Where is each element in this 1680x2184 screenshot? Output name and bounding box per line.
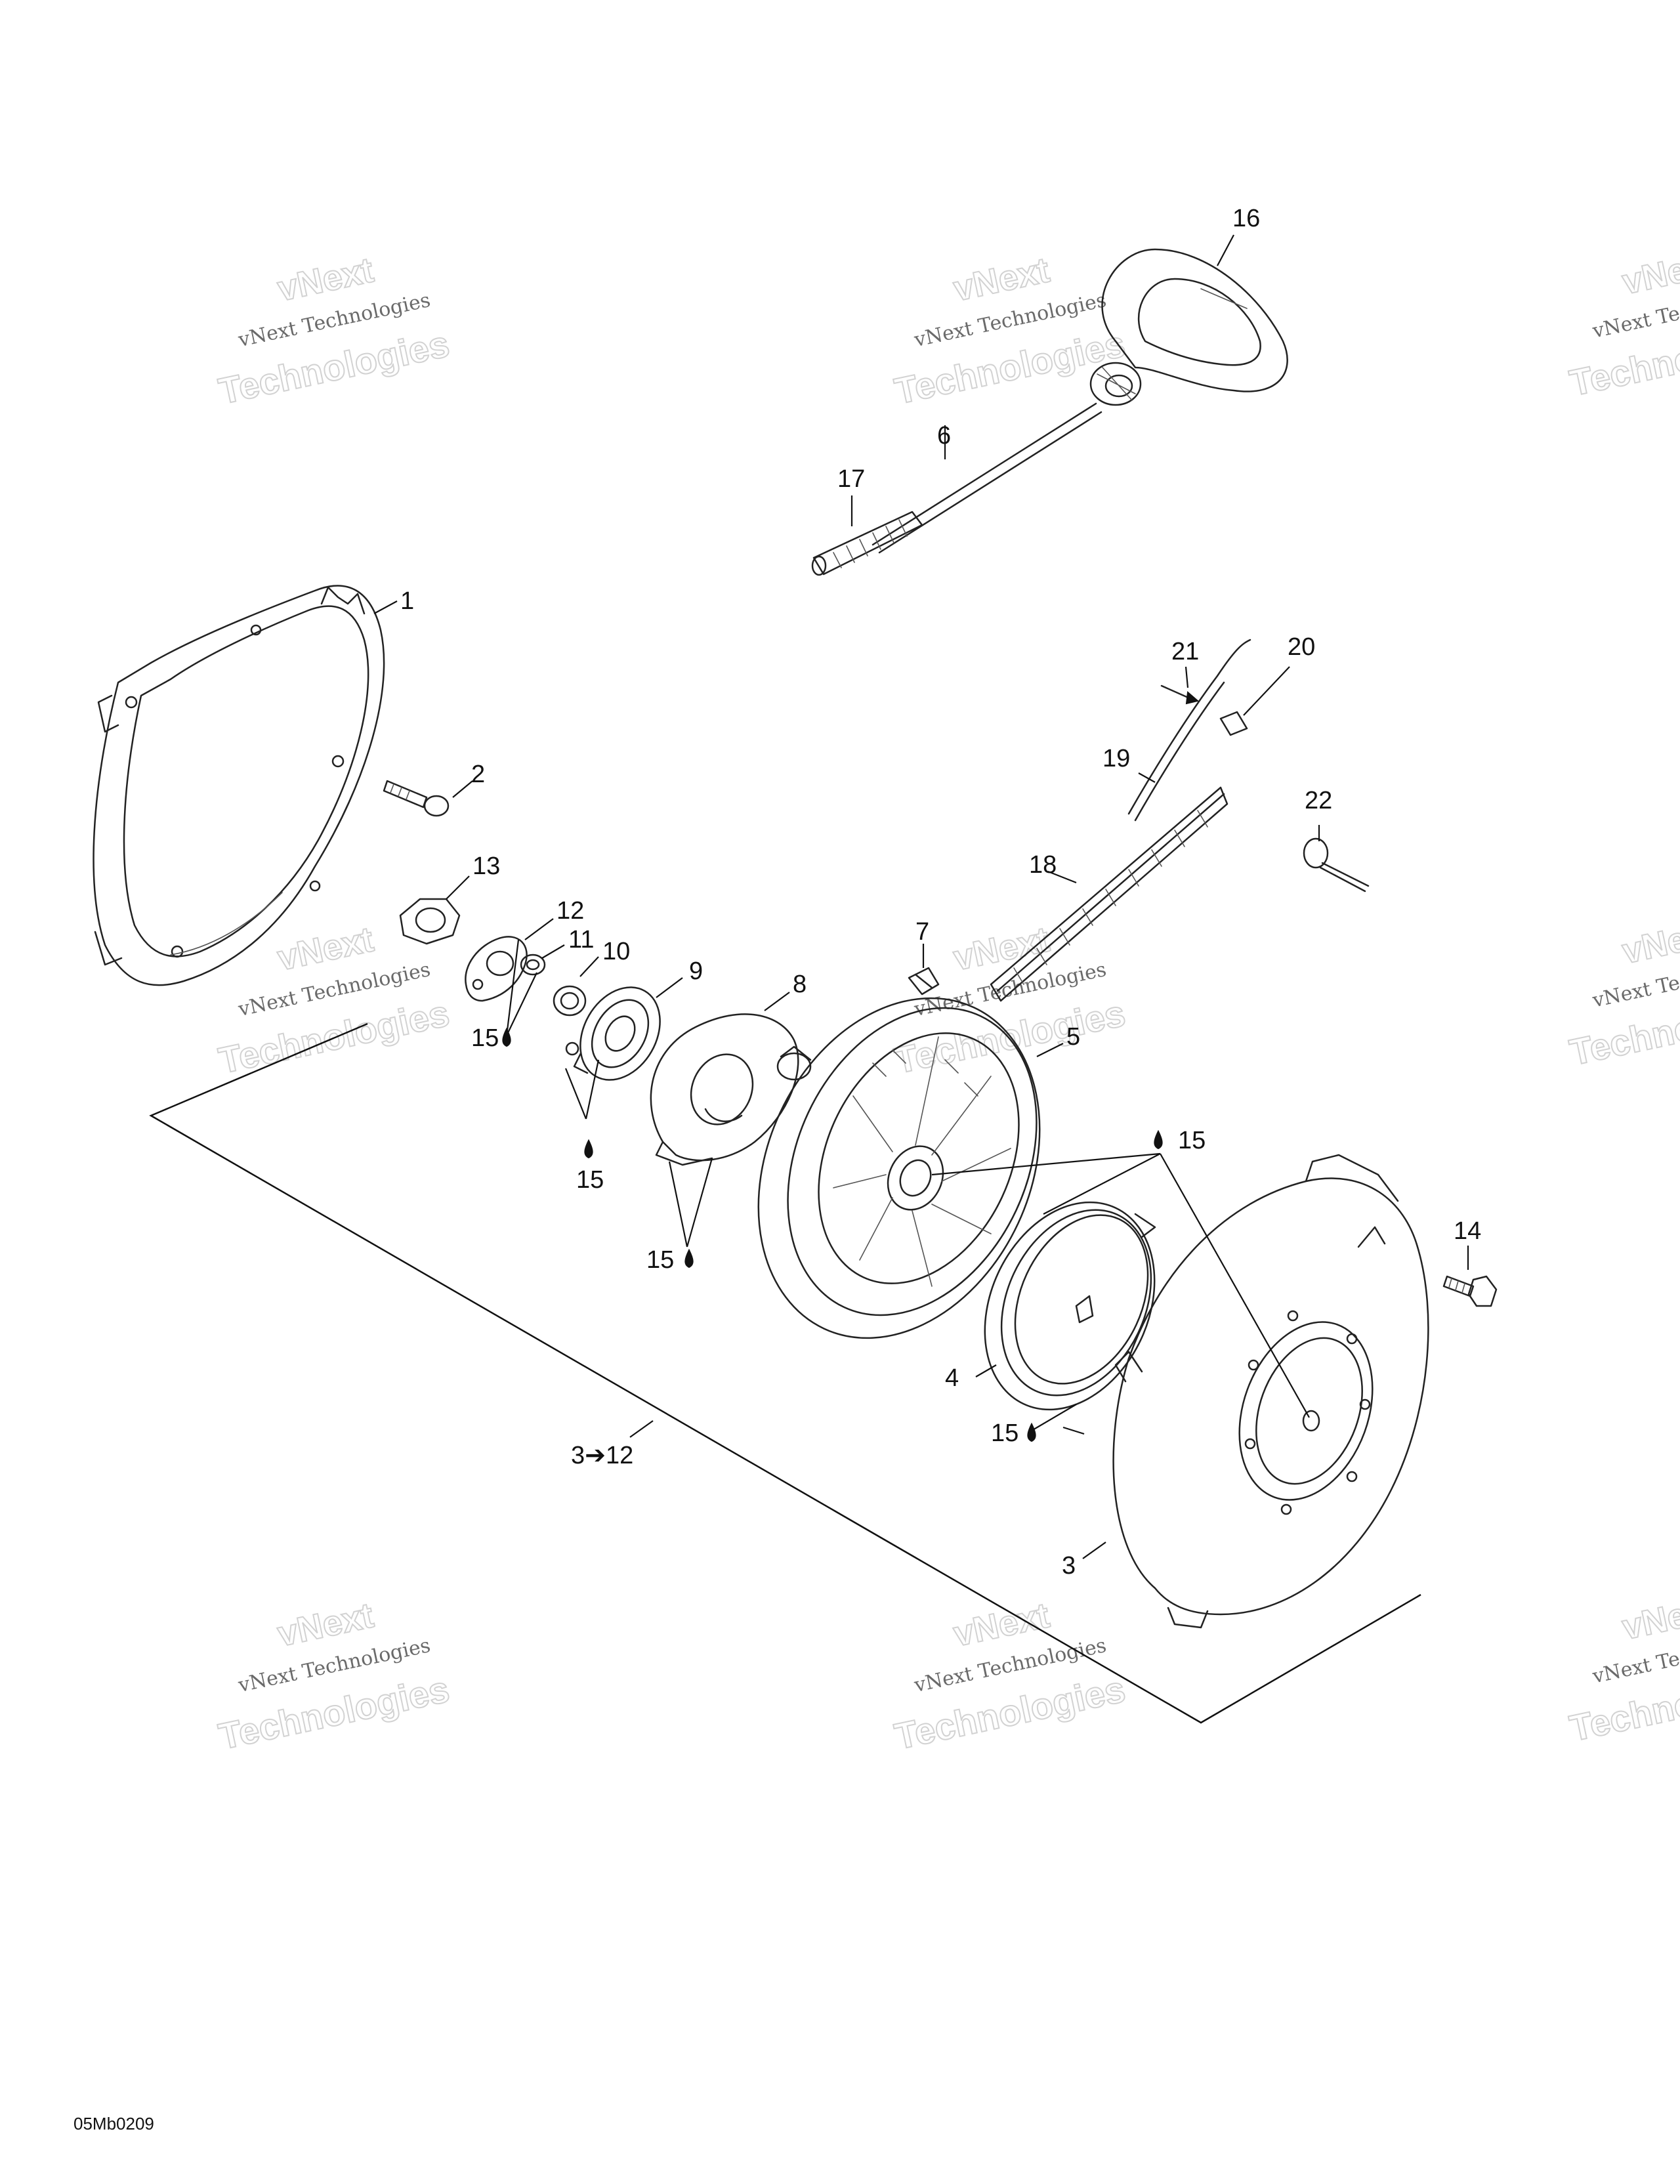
- leader-lines: [373, 234, 1469, 1559]
- callout-3: 3: [1062, 1552, 1076, 1580]
- callout-17: 17: [837, 465, 865, 493]
- callout-9: 9: [689, 957, 703, 985]
- watermark-bottom-center: vNext vNext Technologies Technologies: [891, 1595, 1129, 1757]
- callout-15-b: 15: [576, 1166, 604, 1194]
- oil-drop-icons: [502, 1027, 1163, 1442]
- oil-drop-icon: [1027, 1422, 1036, 1442]
- diagram-code: 05Mb0209: [74, 2114, 154, 2133]
- callout-13: 13: [472, 852, 500, 880]
- part-21-pin: [1160, 684, 1200, 705]
- callout-10: 10: [602, 938, 630, 965]
- part-10-bushing: [553, 985, 587, 1017]
- part-5-rope-reel: [757, 997, 1041, 1339]
- part-19-cable: [1127, 639, 1251, 822]
- part-11-washer: [520, 954, 546, 976]
- part-16-starter-handle: [1089, 248, 1288, 406]
- callout-14: 14: [1454, 1217, 1481, 1245]
- callout-3-to-12: 3➔12: [571, 1442, 633, 1469]
- part-20-cable-stop: [1219, 711, 1248, 736]
- callout-21: 21: [1171, 638, 1199, 665]
- callout-15-d: 15: [1178, 1127, 1206, 1154]
- callout-8: 8: [793, 971, 807, 998]
- watermark-bottom-right: vNext vNext Technologies Technologies: [1566, 1588, 1680, 1750]
- watermark-top-left: vNext vNext Technologies Technologies: [215, 249, 453, 412]
- part-12-pawl-plate: [465, 936, 528, 1002]
- callout-16: 16: [1232, 205, 1260, 232]
- callout-15-e: 15: [991, 1419, 1018, 1447]
- part-7-clip: [908, 967, 940, 996]
- callout-15-c: 15: [646, 1246, 674, 1274]
- svg-text:vNext: vNext: [274, 919, 377, 978]
- callout-12: 12: [556, 897, 584, 925]
- callout-22: 22: [1305, 787, 1332, 814]
- part-3-starter-housing: [1112, 1154, 1429, 1629]
- svg-text:vNext: vNext: [1619, 243, 1680, 302]
- oil-drop-icon: [1154, 1129, 1163, 1150]
- oil-drop-icon: [502, 1027, 511, 1047]
- part-8-cam-plate: [650, 1013, 812, 1166]
- callout-6: 6: [937, 422, 951, 450]
- svg-text:vNext: vNext: [1619, 913, 1680, 971]
- oil-drop-icon: [584, 1139, 593, 1159]
- oil-drop-icon: [684, 1248, 694, 1269]
- callout-1: 1: [400, 587, 414, 615]
- callout-15-a: 15: [471, 1024, 499, 1052]
- callout-20: 20: [1288, 633, 1315, 661]
- part-9-pawl: [565, 986, 661, 1081]
- part-2-screw: [383, 780, 450, 817]
- callout-18: 18: [1029, 851, 1057, 879]
- watermark-bottom-left: vNext vNext Technologies Technologies: [215, 1595, 453, 1757]
- svg-text:vNext: vNext: [950, 1595, 1053, 1654]
- watermark-mid-left: vNext vNext Technologies Technologies: [215, 919, 453, 1082]
- svg-text:vNext: vNext: [274, 1595, 377, 1654]
- callout-11: 11: [568, 926, 594, 954]
- watermark-mid-right: vNext vNext Technologies Technologies: [1566, 912, 1680, 1074]
- part-14-bolt: [1442, 1275, 1498, 1307]
- part-6-starter-rope: [872, 402, 1102, 554]
- part-1-cover-frame: [93, 585, 385, 986]
- watermark-mid-center: vNext vNext Technologies Technologies: [891, 919, 1129, 1082]
- callout-labels: 1 2 13 12 11 10 9 8 7 5 16 6 17 21 20 19…: [400, 205, 1481, 1580]
- callout-19: 19: [1102, 745, 1130, 772]
- part-13-locking-nut: [399, 898, 461, 945]
- part-17-rope-sleeve: [811, 511, 923, 576]
- watermark-top-right: vNext vNext Technologies Technologies: [1566, 243, 1680, 404]
- callout-4: 4: [945, 1364, 959, 1392]
- svg-text:vNext: vNext: [274, 250, 377, 308]
- svg-text:vNext: vNext: [1619, 1589, 1680, 1647]
- part-22-cable-tie: [1303, 837, 1370, 892]
- assembly-bracket-line: [149, 1022, 1421, 1724]
- part-18-guide-sleeve: [990, 786, 1228, 1002]
- callout-7: 7: [915, 918, 929, 946]
- callout-2: 2: [471, 761, 485, 788]
- svg-text:vNext: vNext: [950, 250, 1053, 308]
- callout-5: 5: [1066, 1023, 1080, 1051]
